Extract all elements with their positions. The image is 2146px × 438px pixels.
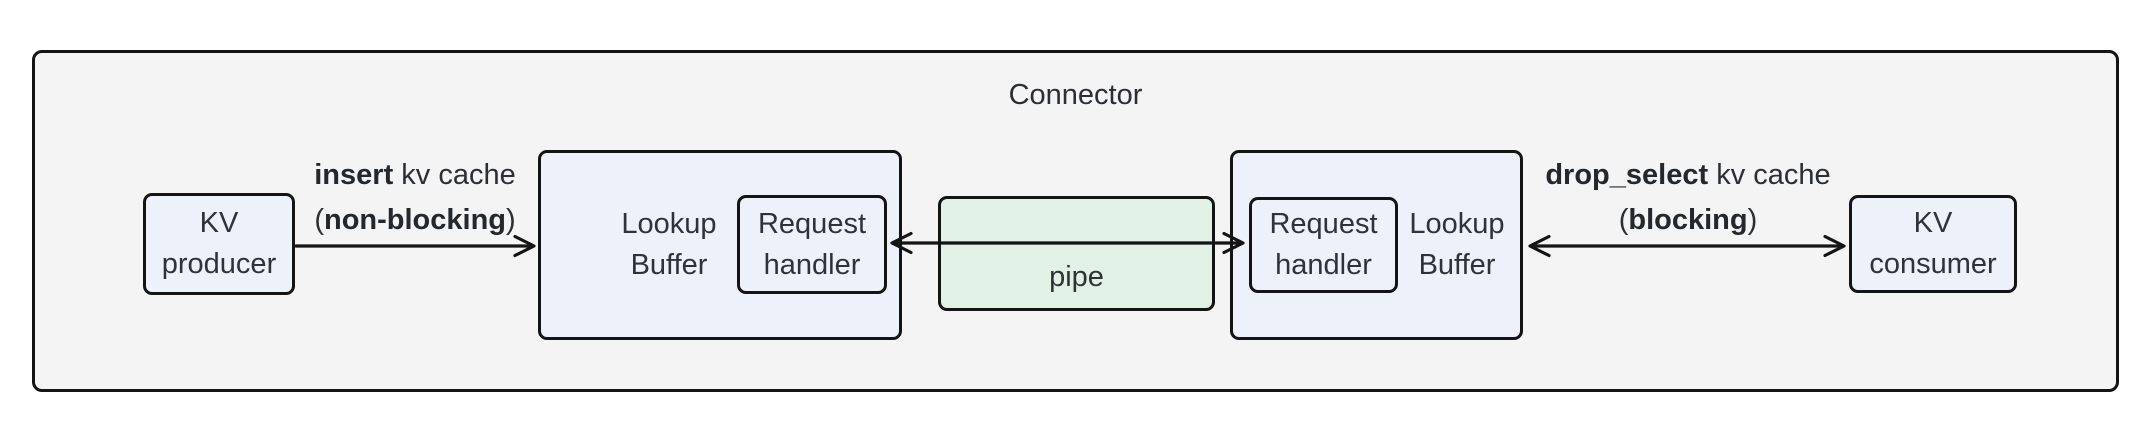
drop-select-label-line1: drop_select kv cache: [1545, 159, 1831, 191]
kv-consumer-label-line2: consumer: [1869, 248, 1997, 280]
node-lookup-buffer-left: Lookup Buffer Request handler: [538, 150, 902, 340]
kv-consumer-label-line1: KV: [1913, 207, 1953, 239]
insert-kv-cache-label: insert kv cache (non-blocking): [287, 153, 543, 243]
drop-select-label-line2: (blocking): [1618, 204, 1758, 236]
node-request-handler-left: Request handler: [737, 195, 887, 294]
pipe-label: pipe: [1049, 261, 1104, 293]
kv-producer-label-line2: producer: [161, 248, 277, 280]
insert-label-line2: (non-blocking): [314, 204, 516, 236]
kv-producer-label-line1: KV: [199, 207, 239, 239]
lookup-buffer-right-label: Lookup Buffer: [1409, 208, 1505, 281]
node-kv-producer: KV producer: [143, 193, 295, 295]
lookup-buffer-left-label: Lookup Buffer: [621, 208, 717, 281]
node-request-handler-right: Request handler: [1249, 197, 1398, 293]
node-lookup-buffer-right: Request handler Lookup Buffer: [1230, 150, 1523, 340]
diagram-title: Connector: [1008, 79, 1143, 111]
node-kv-consumer: KV consumer: [1849, 195, 2017, 293]
drop-select-kv-cache-label: drop_select kv cache (blocking): [1523, 153, 1853, 243]
node-pipe: pipe: [938, 196, 1215, 311]
insert-label-line1: insert kv cache: [314, 159, 516, 191]
